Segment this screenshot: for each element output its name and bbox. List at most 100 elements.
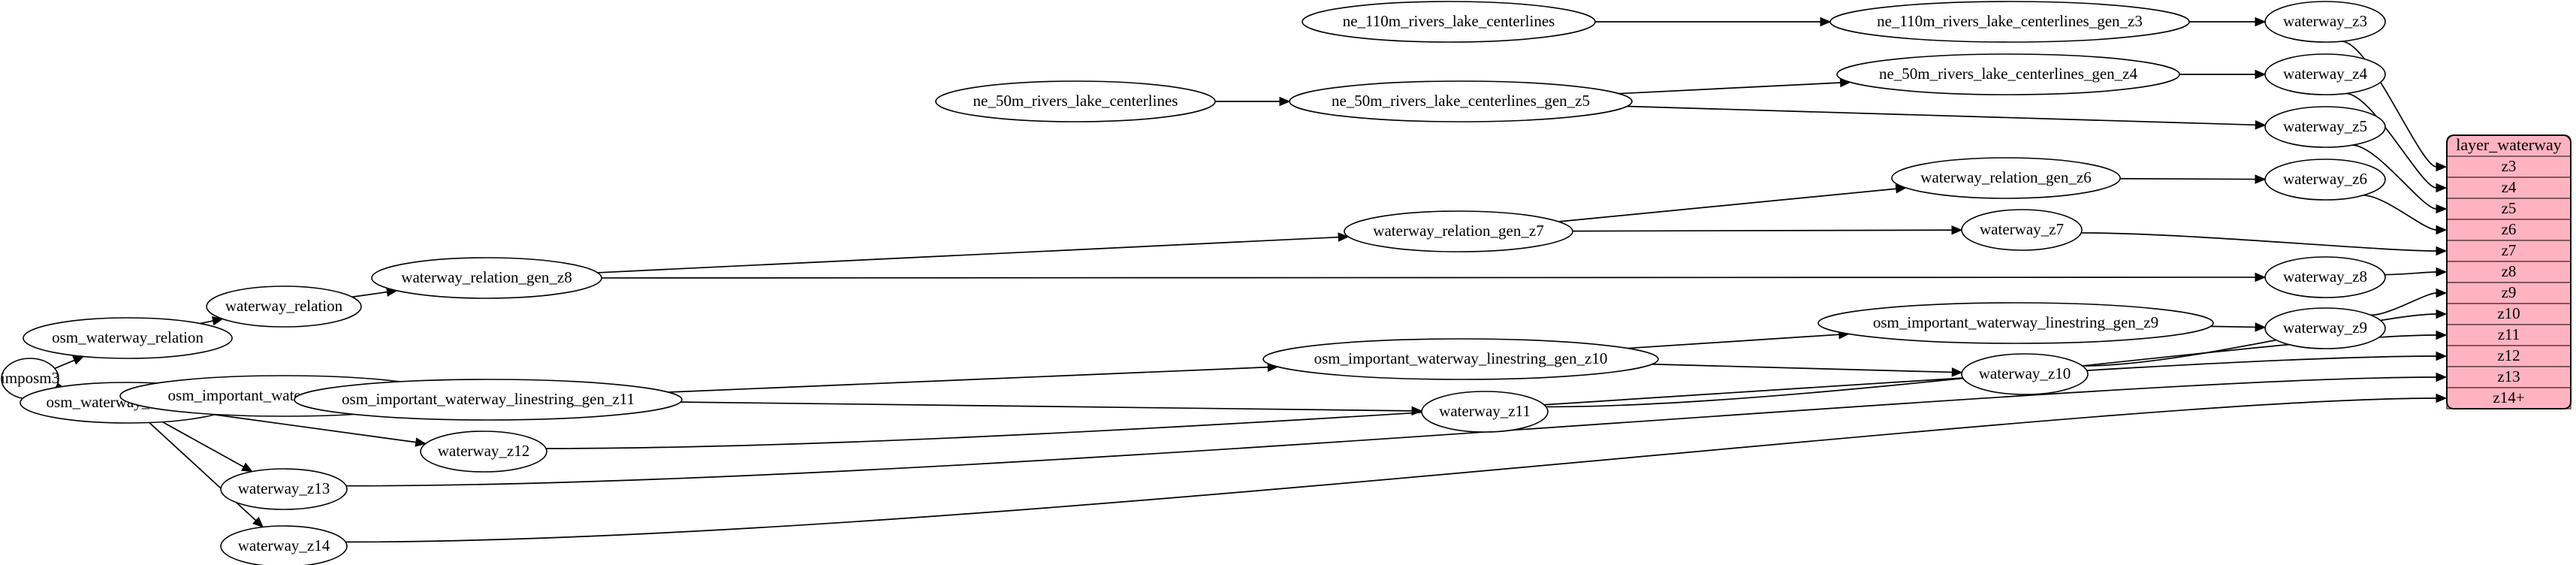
node-ellipse xyxy=(294,379,683,421)
node-label: waterway_z10 xyxy=(1979,364,2071,382)
node-ellipse xyxy=(1817,302,2214,344)
graph-edge xyxy=(2210,325,2257,328)
graph-node-waterway_z4[interactable]: waterway_z4 xyxy=(2264,53,2386,95)
node-label: osm_waterway_relation xyxy=(52,328,204,346)
layer-table-row-label: z11 xyxy=(2498,325,2520,343)
graph-edge xyxy=(1627,105,2257,126)
layer-table-row-label: z6 xyxy=(2502,220,2517,238)
graph-node-waterway_z11[interactable]: waterway_z11 xyxy=(1421,391,1549,433)
graph-edge xyxy=(161,421,245,468)
graph-edge xyxy=(2363,195,2437,231)
node-ellipse xyxy=(1829,1,2190,43)
layer-table-row-z7[interactable] xyxy=(2446,240,2571,262)
edge-arrowhead xyxy=(1279,96,1291,107)
edge-arrowhead xyxy=(1411,406,1423,416)
node-ellipse xyxy=(1961,353,2089,395)
node-label: waterway_z4 xyxy=(2283,65,2367,83)
graph-node-waterway_z13[interactable]: waterway_z13 xyxy=(220,468,348,510)
graph-node-osm_waterway_relation[interactable]: osm_waterway_relation xyxy=(23,317,233,359)
graph-edge xyxy=(2081,232,2437,252)
node-ellipse xyxy=(1891,157,2121,199)
node-ellipse xyxy=(2264,307,2386,349)
node-ellipse xyxy=(2264,1,2386,43)
node-label: waterway_z11 xyxy=(1439,402,1531,420)
node-label: imposm3 xyxy=(1,369,59,387)
graph-node-waterway_z14[interactable]: waterway_z14 xyxy=(220,525,348,565)
layer-table-row-z5[interactable] xyxy=(2446,198,2571,220)
edge-arrowhead xyxy=(2436,267,2448,277)
edge-arrowhead xyxy=(2436,288,2448,298)
graph-node-waterway_z5[interactable]: waterway_z5 xyxy=(2264,106,2386,148)
edge-arrowhead xyxy=(2436,309,2448,319)
graph-node-waterway_z12[interactable]: waterway_z12 xyxy=(420,431,547,473)
graph-node-osm_important_waterway_linestring_gen_z11[interactable]: osm_important_waterway_linestring_gen_z1… xyxy=(294,379,683,421)
node-label: waterway_z7 xyxy=(1980,220,2064,238)
layer-table-row-label: z9 xyxy=(2502,283,2517,301)
graph-edge xyxy=(351,291,388,298)
graph-node-waterway_z6[interactable]: waterway_z6 xyxy=(2264,159,2386,201)
node-ellipse xyxy=(1289,80,1633,122)
graph-node-waterway_z3[interactable]: waterway_z3 xyxy=(2264,1,2386,43)
node-label: ne_50m_rivers_lake_centerlines xyxy=(973,92,1178,110)
layer-table-row-z14+[interactable] xyxy=(2446,387,2571,409)
graph-node-osm_important_waterway_linestring_gen_z10[interactable]: osm_important_waterway_linestring_gen_z1… xyxy=(1262,338,1659,380)
node-ellipse xyxy=(935,80,1216,122)
layer-table-row-z3[interactable] xyxy=(2446,156,2571,178)
graph-node-ne_110m_rivers_lake_centerlines[interactable]: ne_110m_rivers_lake_centerlines xyxy=(1302,1,1596,43)
node-label: osm_important_waterway_linestring_gen_z1… xyxy=(1314,349,1608,367)
edge-arrowhead xyxy=(2436,183,2448,193)
edge-arrowhead xyxy=(1338,232,1350,242)
graph-node-waterway_relation_gen_z7[interactable]: waterway_relation_gen_z7 xyxy=(1344,210,1573,252)
layer-table-row-z11[interactable] xyxy=(2446,324,2571,346)
node-ellipse xyxy=(1302,1,1596,43)
edge-arrowhead xyxy=(72,355,85,365)
node-label: waterway_relation xyxy=(225,297,343,315)
graph-edge xyxy=(1572,229,1953,232)
graph-node-waterway_relation_gen_z8[interactable]: waterway_relation_gen_z8 xyxy=(371,257,602,299)
edge-arrowhead xyxy=(1951,225,1963,235)
graph-edge xyxy=(200,320,214,325)
graph-node-waterway_z7[interactable]: waterway_z7 xyxy=(1961,209,2083,251)
graph-edge xyxy=(2119,177,2257,180)
node-ellipse xyxy=(220,525,348,565)
node-label: ne_110m_rivers_lake_centerlines_gen_z3 xyxy=(1877,12,2143,30)
edge-arrowhead xyxy=(2255,17,2267,27)
node-ellipse xyxy=(2264,159,2386,201)
graph-node-ne_110m_rivers_lake_centerlines_gen_z3[interactable]: ne_110m_rivers_lake_centerlines_gen_z3 xyxy=(1829,1,2190,43)
layer-table-row-label: z3 xyxy=(2502,157,2517,175)
edge-arrowhead xyxy=(2436,372,2448,382)
node-label: osm_important_waterway_linestring_gen_z9 xyxy=(1873,313,2158,331)
graph-node-waterway_z9[interactable]: waterway_z9 xyxy=(2264,307,2386,349)
edge-arrowhead xyxy=(2255,69,2267,80)
graph-node-ne_50m_rivers_lake_centerlines[interactable]: ne_50m_rivers_lake_centerlines xyxy=(935,80,1216,122)
node-label: ne_110m_rivers_lake_centerlines xyxy=(1343,12,1555,30)
graph-node-waterway_z10[interactable]: waterway_z10 xyxy=(1961,353,2089,395)
graph-edge xyxy=(2384,271,2437,276)
edge-arrowhead xyxy=(2436,351,2448,361)
edge-arrowhead xyxy=(211,316,224,326)
node-label: waterway_relation_gen_z8 xyxy=(401,268,572,286)
graph-node-ne_50m_rivers_lake_centerlines_gen_z5[interactable]: ne_50m_rivers_lake_centerlines_gen_z5 xyxy=(1289,80,1633,122)
graph-node-waterway_relation_gen_z6[interactable]: waterway_relation_gen_z6 xyxy=(1891,157,2121,199)
graph-edge xyxy=(54,359,76,370)
edge-arrowhead xyxy=(2255,174,2267,184)
graph-node-ne_50m_rivers_lake_centerlines_gen_z4[interactable]: ne_50m_rivers_lake_centerlines_gen_z4 xyxy=(1836,53,2180,95)
graph-node-waterway_z8[interactable]: waterway_z8 xyxy=(2264,256,2386,298)
layer-table-row-label: z13 xyxy=(2497,367,2520,385)
node-label: ne_50m_rivers_lake_centerlines_gen_z4 xyxy=(1879,65,2138,83)
layer-table-row-z9[interactable] xyxy=(2446,282,2571,304)
layer-waterway-table: layer_waterwayz3z4z5z6z7z8z9z10z11z12z13… xyxy=(2446,134,2571,409)
edge-arrowhead xyxy=(2436,393,2448,403)
graph-node-imposm3[interactable]: imposm3 xyxy=(1,358,59,400)
graph-node-osm_important_waterway_linestring_gen_z9[interactable]: osm_important_waterway_linestring_gen_z9 xyxy=(1817,302,2214,344)
node-ellipse xyxy=(206,286,362,328)
graph-node-waterway_relation[interactable]: waterway_relation xyxy=(206,286,362,328)
node-label: waterway_relation_gen_z6 xyxy=(1920,168,2091,186)
edge-arrowhead xyxy=(2436,204,2448,214)
node-label: waterway_z5 xyxy=(2283,117,2367,135)
edge-arrowhead xyxy=(2436,330,2448,340)
node-ellipse xyxy=(1836,53,2180,95)
layer-table-row-label: z5 xyxy=(2502,199,2517,217)
